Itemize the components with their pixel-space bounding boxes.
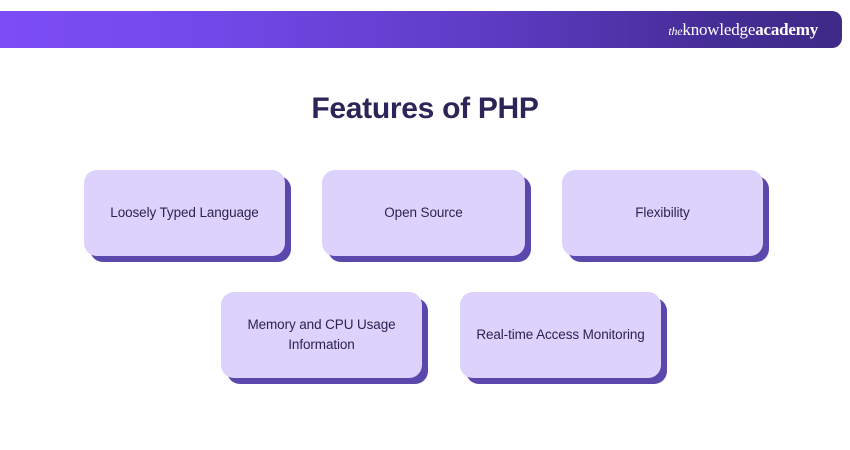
logo-text-the: the xyxy=(668,24,683,38)
page-title: Features of PHP xyxy=(311,92,539,125)
feature-card-open-source[interactable]: Open Source xyxy=(322,170,525,256)
feature-card-loosely-typed-language[interactable]: Loosely Typed Language xyxy=(84,170,285,256)
logo-text-knowledge: knowledge xyxy=(682,20,756,39)
brand-logo[interactable]: theknowledgeacademy xyxy=(668,21,818,38)
feature-card-label: Loosely Typed Language xyxy=(110,205,259,220)
feature-card-label: Open Source xyxy=(384,205,463,220)
feature-card-memory-and-cpu-usage-information[interactable]: Memory and CPU Usage Information xyxy=(221,292,422,378)
header-bar: theknowledgeacademy xyxy=(0,11,842,48)
feature-card-label: Memory and CPU Usage Information xyxy=(247,317,396,352)
feature-card-label: Flexibility xyxy=(635,205,690,220)
logo-text-academy: academy xyxy=(755,20,818,39)
feature-card-real-time-access-monitoring[interactable]: Real-time Access Monitoring xyxy=(460,292,661,378)
feature-card-flexibility[interactable]: Flexibility xyxy=(562,170,763,256)
feature-card-label: Real-time Access Monitoring xyxy=(476,327,645,342)
